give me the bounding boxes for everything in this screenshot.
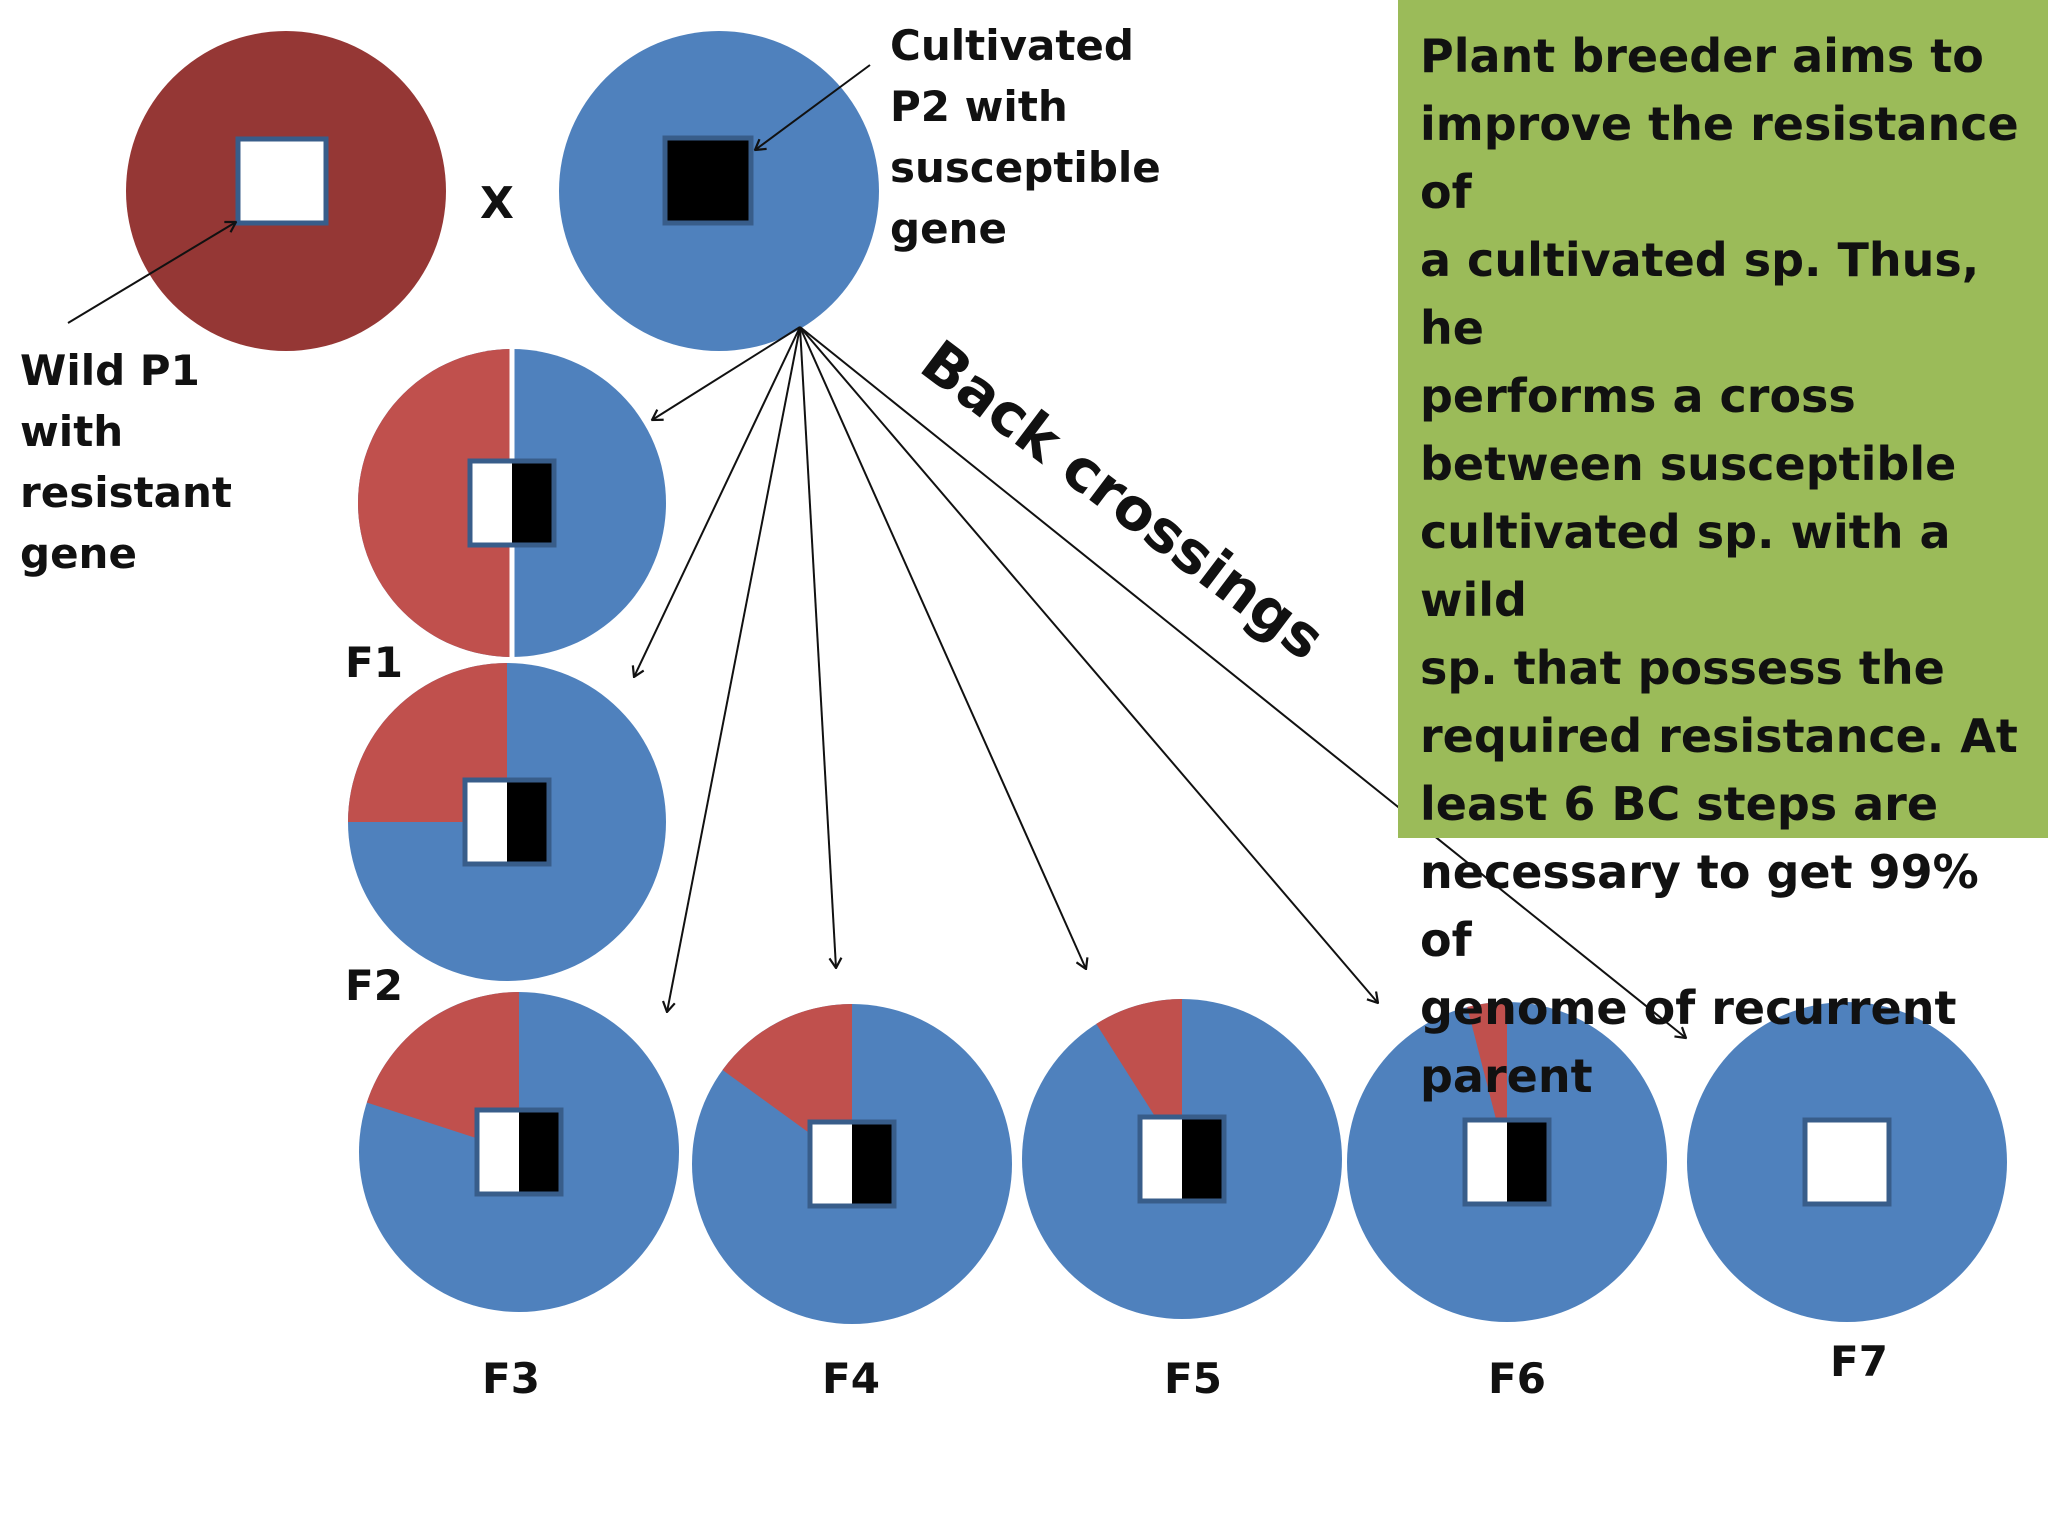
f5-susceptible-allele	[1182, 1117, 1224, 1201]
f2-resistant-allele	[465, 780, 507, 864]
f5-gene-box	[1137, 1114, 1227, 1204]
f2-gene-box	[462, 777, 552, 867]
backcross-arrows	[634, 326, 1686, 1038]
f1-susceptible-allele	[512, 461, 554, 545]
f6-gene-box	[1462, 1117, 1552, 1207]
generation-f1: F1	[345, 349, 666, 687]
f3-label: F3	[482, 1354, 540, 1403]
f1-resistant-allele	[470, 461, 512, 545]
f6-resistant-allele	[1465, 1120, 1507, 1204]
arrow-to-f4	[799, 326, 836, 968]
cross-symbol: X	[480, 178, 514, 229]
arrow-to-f7	[799, 326, 1686, 1038]
backcross-label: Back crossings	[909, 327, 1338, 674]
f6-label: F6	[1488, 1354, 1546, 1403]
f4-label: F4	[822, 1354, 880, 1403]
f4-gene-box	[807, 1119, 897, 1209]
f1-wild-portion	[358, 349, 512, 657]
generation-f4: F4	[692, 1004, 1012, 1403]
f6-susceptible-allele	[1507, 1120, 1549, 1204]
arrow-to-f2	[634, 326, 801, 677]
f1-gene-box	[467, 458, 557, 548]
f3-susceptible-allele	[519, 1110, 561, 1194]
generation-f6: F6	[1347, 1002, 1667, 1403]
generation-f2: F2	[345, 663, 666, 1010]
f4-susceptible-allele	[852, 1122, 894, 1206]
f2-susceptible-allele	[507, 780, 549, 864]
f3-resistant-allele	[477, 1110, 519, 1194]
p2-pointer-arrow	[755, 64, 871, 150]
generation-f5: F5	[1022, 999, 1342, 1403]
p1-pointer-arrow	[67, 222, 236, 324]
f3-gene-box	[474, 1107, 564, 1197]
f2-label: F2	[345, 961, 403, 1010]
arrow-to-f1	[652, 326, 801, 420]
info-panel: Plant breeder aims to improve the resist…	[1398, 0, 2048, 1103]
generation-f7: F7	[1687, 1002, 2007, 1386]
f4-resistant-allele	[810, 1122, 852, 1206]
arrow-to-f6	[799, 326, 1378, 1003]
info-text: Plant breeder aims to improve the resist…	[1420, 29, 2019, 1103]
p2-susceptible-gene-box	[662, 135, 754, 226]
f5-resistant-allele	[1140, 1117, 1182, 1201]
arrow-to-f5	[799, 326, 1086, 969]
f1-label: F1	[345, 638, 403, 687]
p1-resistant-gene-box	[235, 136, 329, 226]
generation-f3: F3	[359, 992, 679, 1403]
f7-label: F7	[1830, 1337, 1888, 1386]
f7-resistant-gene-box	[1802, 1117, 1892, 1207]
arrow-to-f3	[667, 326, 801, 1012]
f5-label: F5	[1164, 1354, 1222, 1403]
